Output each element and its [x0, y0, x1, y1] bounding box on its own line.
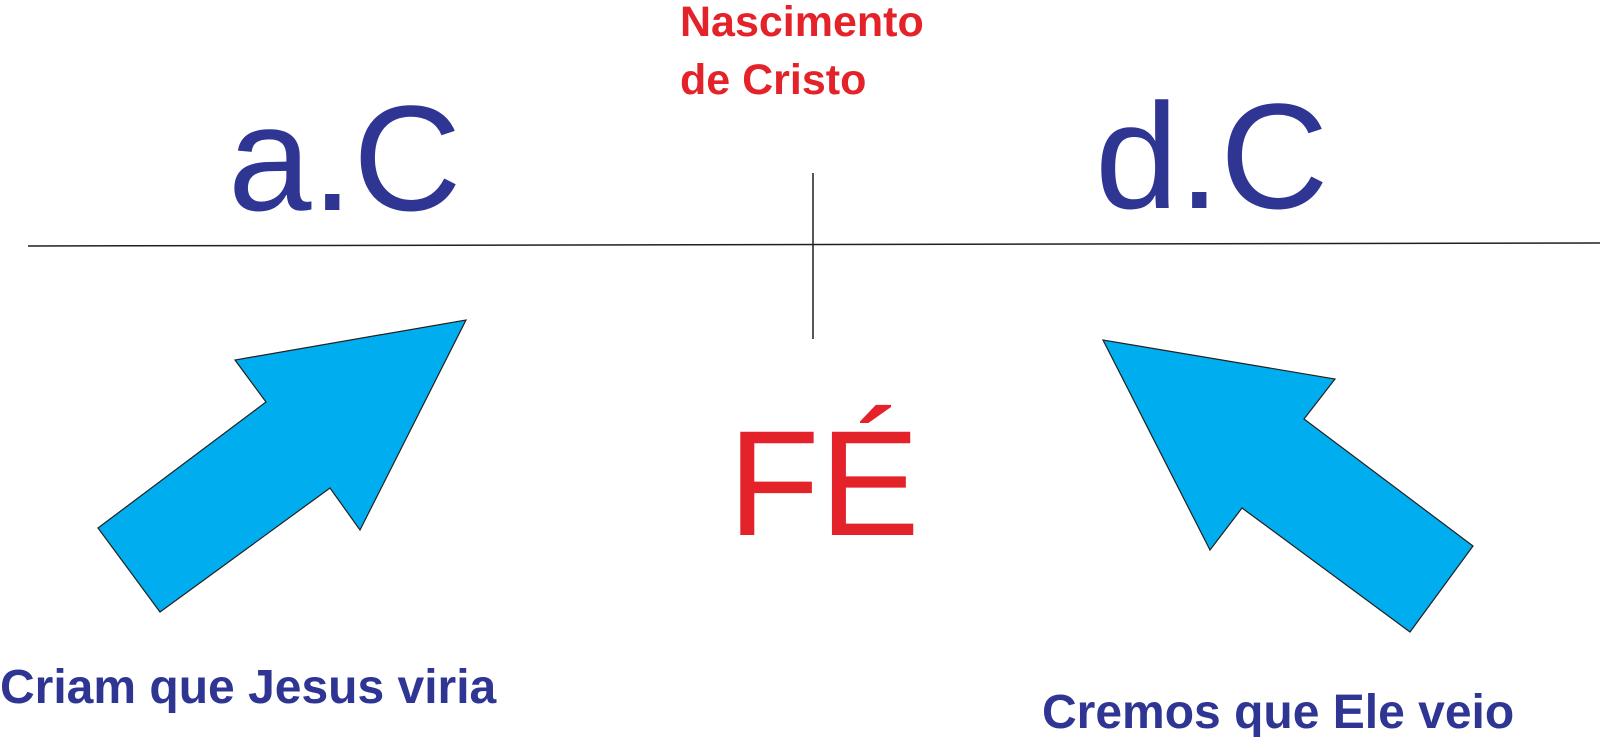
right-caption: Cremos que Ele veio	[1042, 686, 1514, 737]
right-arrow-icon	[1101, 339, 1474, 633]
center-word: FÉ	[728, 399, 920, 567]
left-arrow-icon	[97, 319, 468, 613]
right-era-label: d.C	[1095, 72, 1328, 240]
timeline-axis	[27, 242, 1600, 247]
birth-label-line2: de Cristo	[680, 56, 866, 104]
birth-label-line1: Nascimento	[680, 0, 924, 46]
left-era-label: a.C	[228, 74, 461, 242]
left-caption: Criam que Jesus viria	[0, 661, 497, 714]
